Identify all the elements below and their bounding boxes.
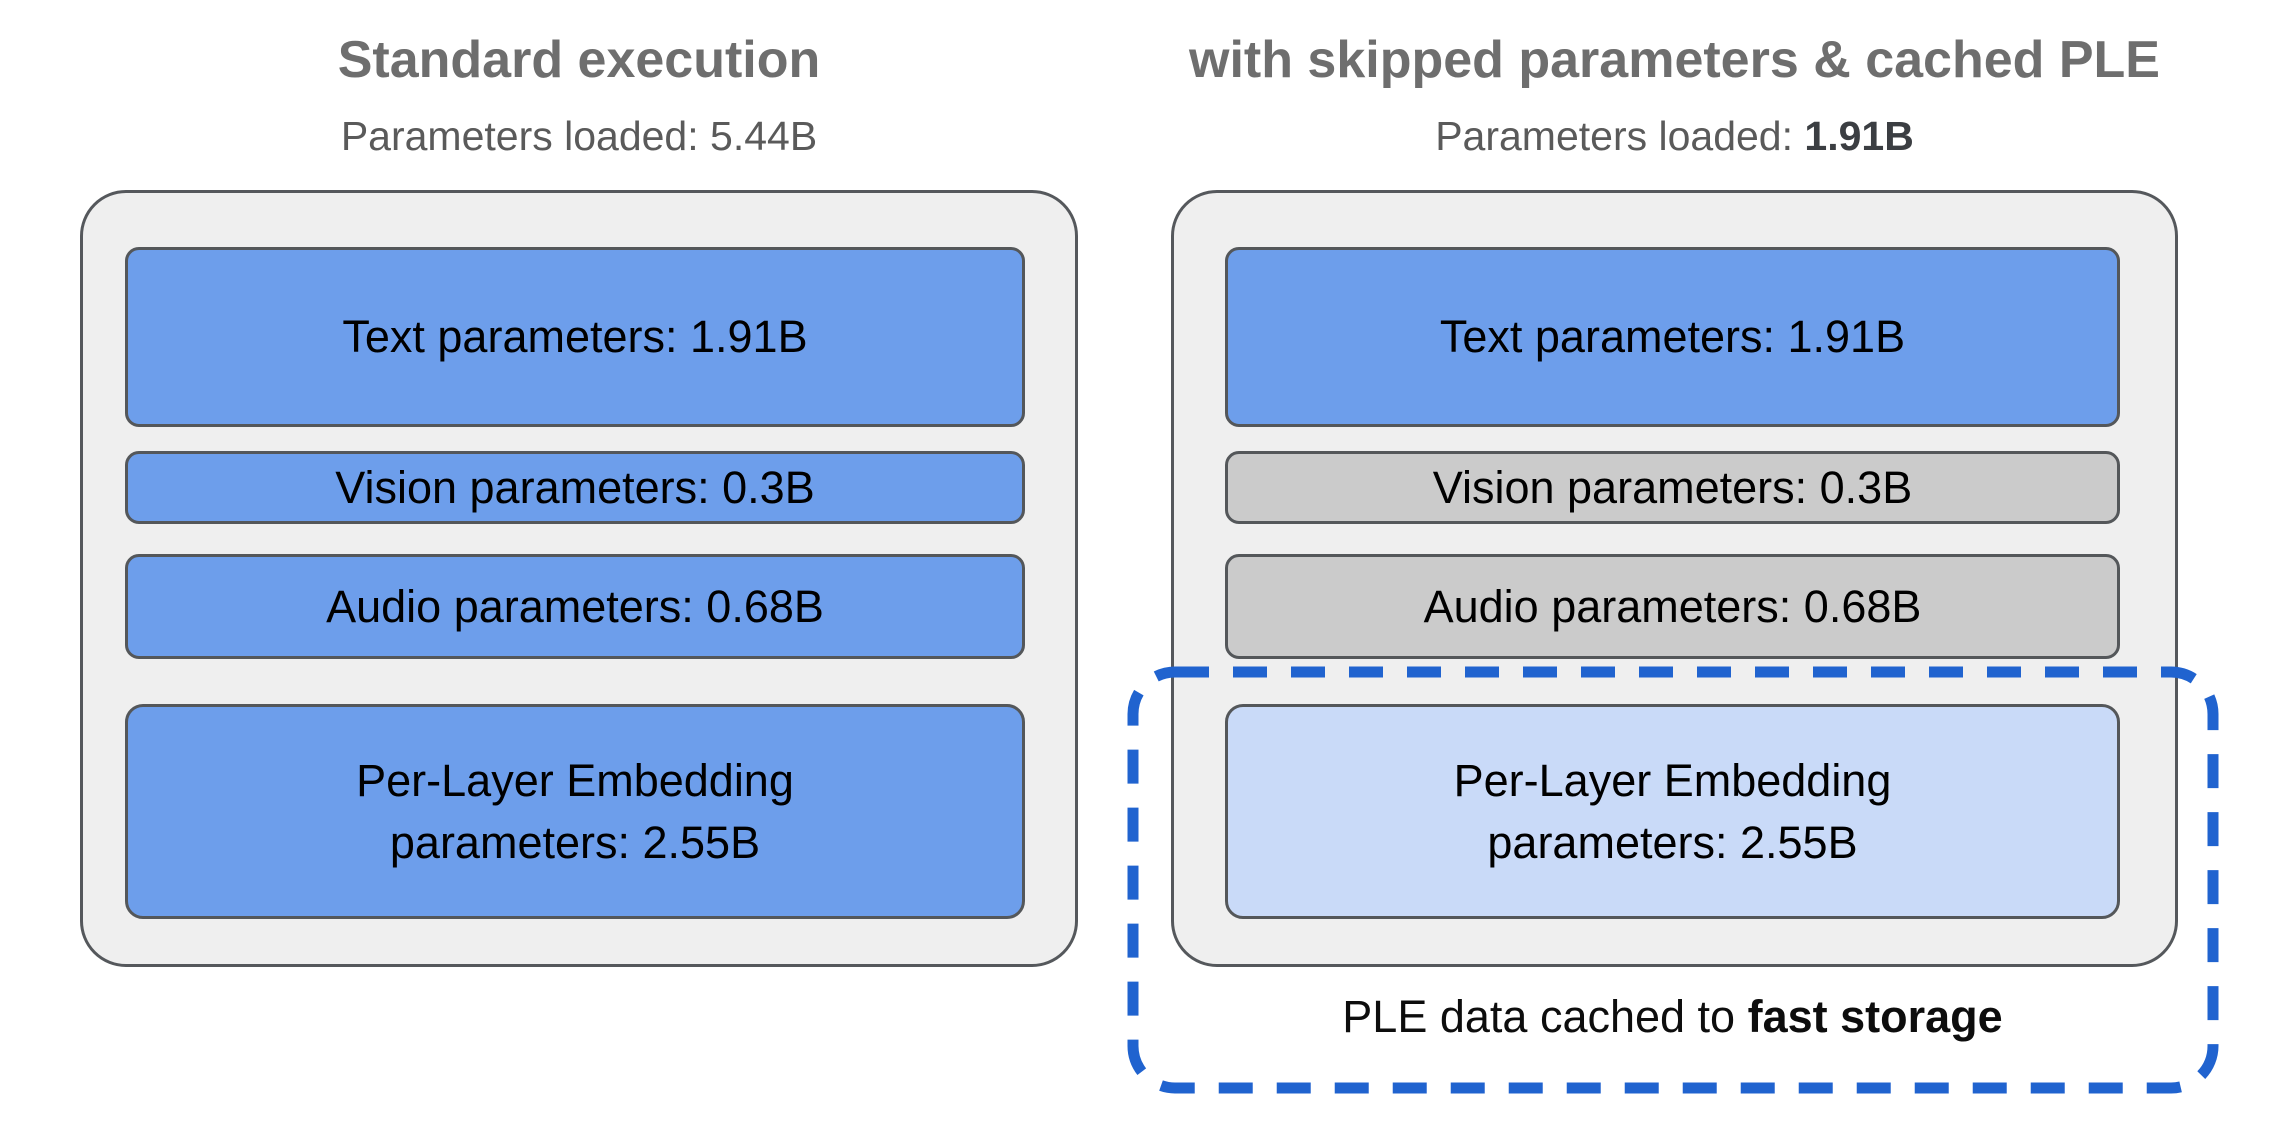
- per-layer-embedding-box-cached: Per-Layer Embedding parameters: 2.55B: [1225, 704, 2120, 919]
- text-parameters-label: Text parameters: 1.91B: [1439, 311, 1906, 362]
- standard-parameters-loaded: Parameters loaded: 5.44B: [80, 112, 1078, 160]
- vision-parameters-box: Vision parameters: 0.3B: [125, 451, 1025, 524]
- ple-cache-caption-bold: fast storage: [1747, 991, 2003, 1042]
- vision-parameters-label: Vision parameters: 0.3B: [1432, 461, 1913, 513]
- text-parameters-box: Text parameters: 1.91B: [1225, 247, 2120, 427]
- text-parameters-label: Text parameters: 1.91B: [342, 311, 808, 362]
- standard-model-container: Text parameters: 1.91B Vision parameters…: [80, 190, 1078, 967]
- vision-parameters-label: Vision parameters: 0.3B: [335, 461, 815, 513]
- per-layer-embedding-label-line1: Per-Layer Embedding: [356, 754, 794, 806]
- parameters-loaded-label: Parameters loaded:: [340, 113, 711, 159]
- per-layer-embedding-label-line1: Per-Layer Embedding: [1453, 754, 1892, 806]
- parameters-loaded-label: Parameters loaded:: [1435, 113, 1805, 159]
- per-layer-embedding-label-line2: parameters: 2.55B: [389, 816, 761, 868]
- audio-parameters-label: Audio parameters: 0.68B: [1423, 580, 1922, 632]
- audio-parameters-box-skipped: Audio parameters: 0.68B: [1225, 554, 2120, 659]
- ple-cache-caption-prefix: PLE data cached to: [1342, 991, 1748, 1042]
- text-parameters-box: Text parameters: 1.91B: [125, 247, 1025, 427]
- ple-cache-caption: PLE data cached to fast storage: [1133, 990, 2212, 1044]
- skipped-model-container: Text parameters: 1.91B Vision parameters…: [1171, 190, 2178, 967]
- per-layer-embedding-label-line2: parameters: 2.55B: [1487, 816, 1858, 868]
- parameters-loaded-value: 5.44B: [710, 113, 818, 159]
- skipped-parameters-loaded: Parameters loaded: 1.91B: [1171, 112, 2178, 160]
- audio-parameters-label: Audio parameters: 0.68B: [326, 580, 824, 632]
- audio-parameters-box: Audio parameters: 0.68B: [125, 554, 1025, 659]
- skipped-cached-title: with skipped parameters & cached PLE: [1189, 31, 2160, 89]
- standard-execution-title: Standard execution: [337, 31, 821, 89]
- per-layer-embedding-box: Per-Layer Embedding parameters: 2.55B: [125, 704, 1025, 919]
- vision-parameters-box-skipped: Vision parameters: 0.3B: [1225, 451, 2120, 524]
- parameters-loaded-value: 1.91B: [1804, 113, 1914, 159]
